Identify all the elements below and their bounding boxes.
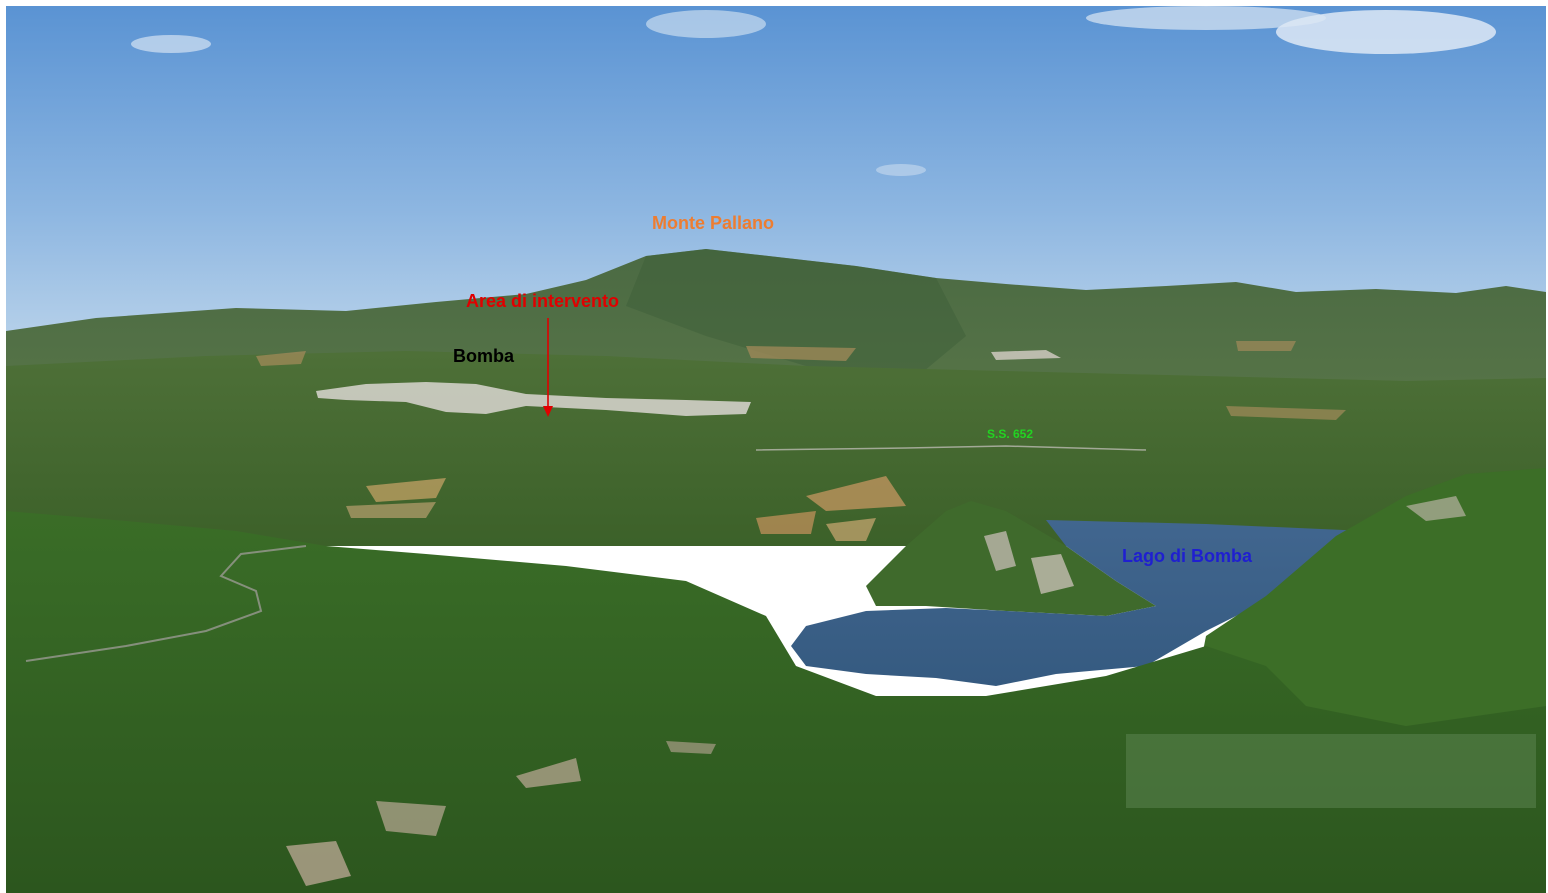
- erosion: [516, 758, 581, 788]
- cloud: [646, 10, 766, 38]
- field: [756, 511, 816, 534]
- lago-di-bomba-label: Lago di Bomba: [1122, 546, 1252, 566]
- field: [746, 346, 856, 361]
- cloud: [1086, 6, 1326, 30]
- lake: [791, 520, 1366, 686]
- cloud: [131, 35, 211, 53]
- cliff: [984, 531, 1016, 571]
- down-arrow-icon: [543, 318, 553, 417]
- field: [1236, 341, 1296, 351]
- cloud: [1276, 10, 1496, 54]
- town: [316, 382, 751, 416]
- field: [806, 476, 906, 511]
- field: [366, 478, 446, 502]
- field: [256, 351, 306, 366]
- intervention-area-label: Area di intervento: [466, 291, 620, 311]
- bomba-town-label: Bomba: [453, 346, 515, 366]
- road-ss652-label: S.S. 652: [987, 427, 1034, 441]
- erosion: [286, 841, 351, 886]
- erosion: [376, 801, 446, 836]
- rock: [1406, 496, 1466, 521]
- field: [1226, 406, 1346, 420]
- cloud: [876, 164, 926, 176]
- landscape-photo: [6, 6, 1546, 893]
- mountain-shade: [626, 249, 966, 386]
- field: [826, 518, 876, 541]
- erosion: [666, 741, 716, 754]
- field: [346, 502, 436, 518]
- monte-pallano-label: Monte Pallano: [652, 213, 775, 233]
- cliff: [1031, 554, 1074, 594]
- winding-road: [25, 545, 307, 662]
- blurred-patch: [1126, 734, 1536, 808]
- road: [755, 445, 1147, 451]
- town-distant: [991, 350, 1061, 360]
